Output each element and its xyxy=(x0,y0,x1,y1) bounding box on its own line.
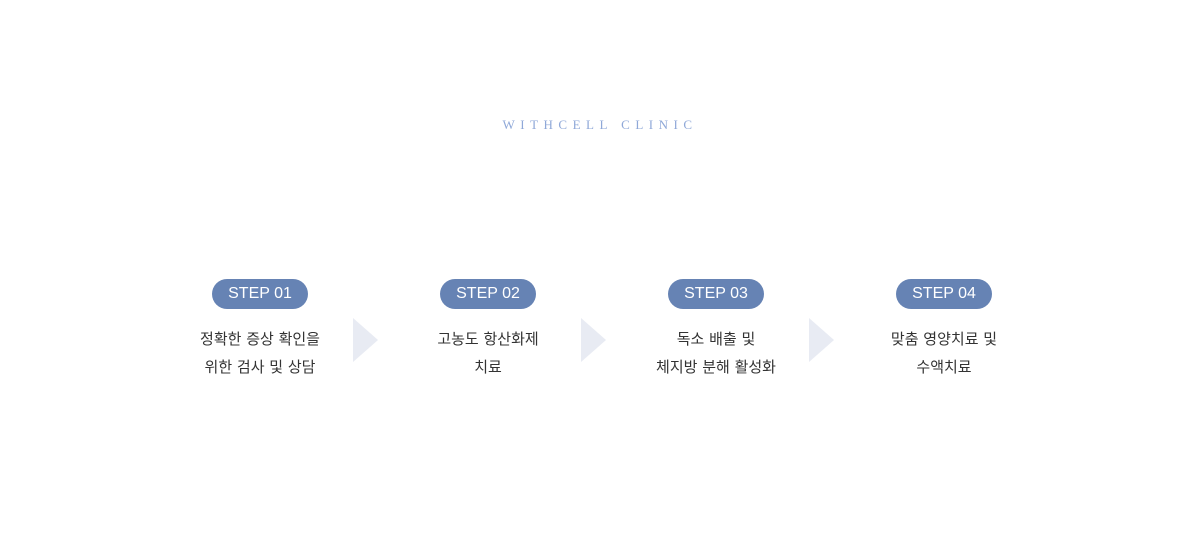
step-description: 독소 배출 및 체지방 분해 활성화 xyxy=(616,325,816,381)
step-badge: STEP 01 xyxy=(212,279,308,309)
step-desc-line: 체지방 분해 활성화 xyxy=(656,358,776,376)
step-desc-line: 맞춤 영양치료 및 xyxy=(890,330,998,348)
step-1: STEP 01 정확한 증상 확인을 위한 검사 및 상담 xyxy=(160,279,360,381)
step-desc-line: 위한 검사 및 상담 xyxy=(204,358,316,376)
step-description: 고농도 항산화제 치료 xyxy=(388,325,588,381)
step-desc-line: 독소 배출 및 xyxy=(676,330,756,348)
step-description: 맞춤 영양치료 및 수액치료 xyxy=(844,325,1044,381)
step-description: 정확한 증상 확인을 위한 검사 및 상담 xyxy=(160,325,360,381)
step-badge: STEP 03 xyxy=(668,279,764,309)
brand-title: WITHCELL CLINIC xyxy=(502,117,698,132)
step-badge: STEP 04 xyxy=(896,279,992,309)
step-3: STEP 03 독소 배출 및 체지방 분해 활성화 xyxy=(616,279,816,381)
step-desc-line: 치료 xyxy=(474,358,502,376)
arrow-right-icon xyxy=(581,318,606,362)
step-badge: STEP 02 xyxy=(440,279,536,309)
step-desc-line: 고농도 항산화제 xyxy=(437,330,539,348)
arrow-right-icon xyxy=(353,318,378,362)
step-desc-line: 정확한 증상 확인을 xyxy=(200,330,320,348)
arrow-right-icon xyxy=(809,318,834,362)
step-desc-line: 수액치료 xyxy=(916,358,972,376)
step-2: STEP 02 고농도 항산화제 치료 xyxy=(388,279,588,381)
step-4: STEP 04 맞춤 영양치료 및 수액치료 xyxy=(844,279,1044,381)
